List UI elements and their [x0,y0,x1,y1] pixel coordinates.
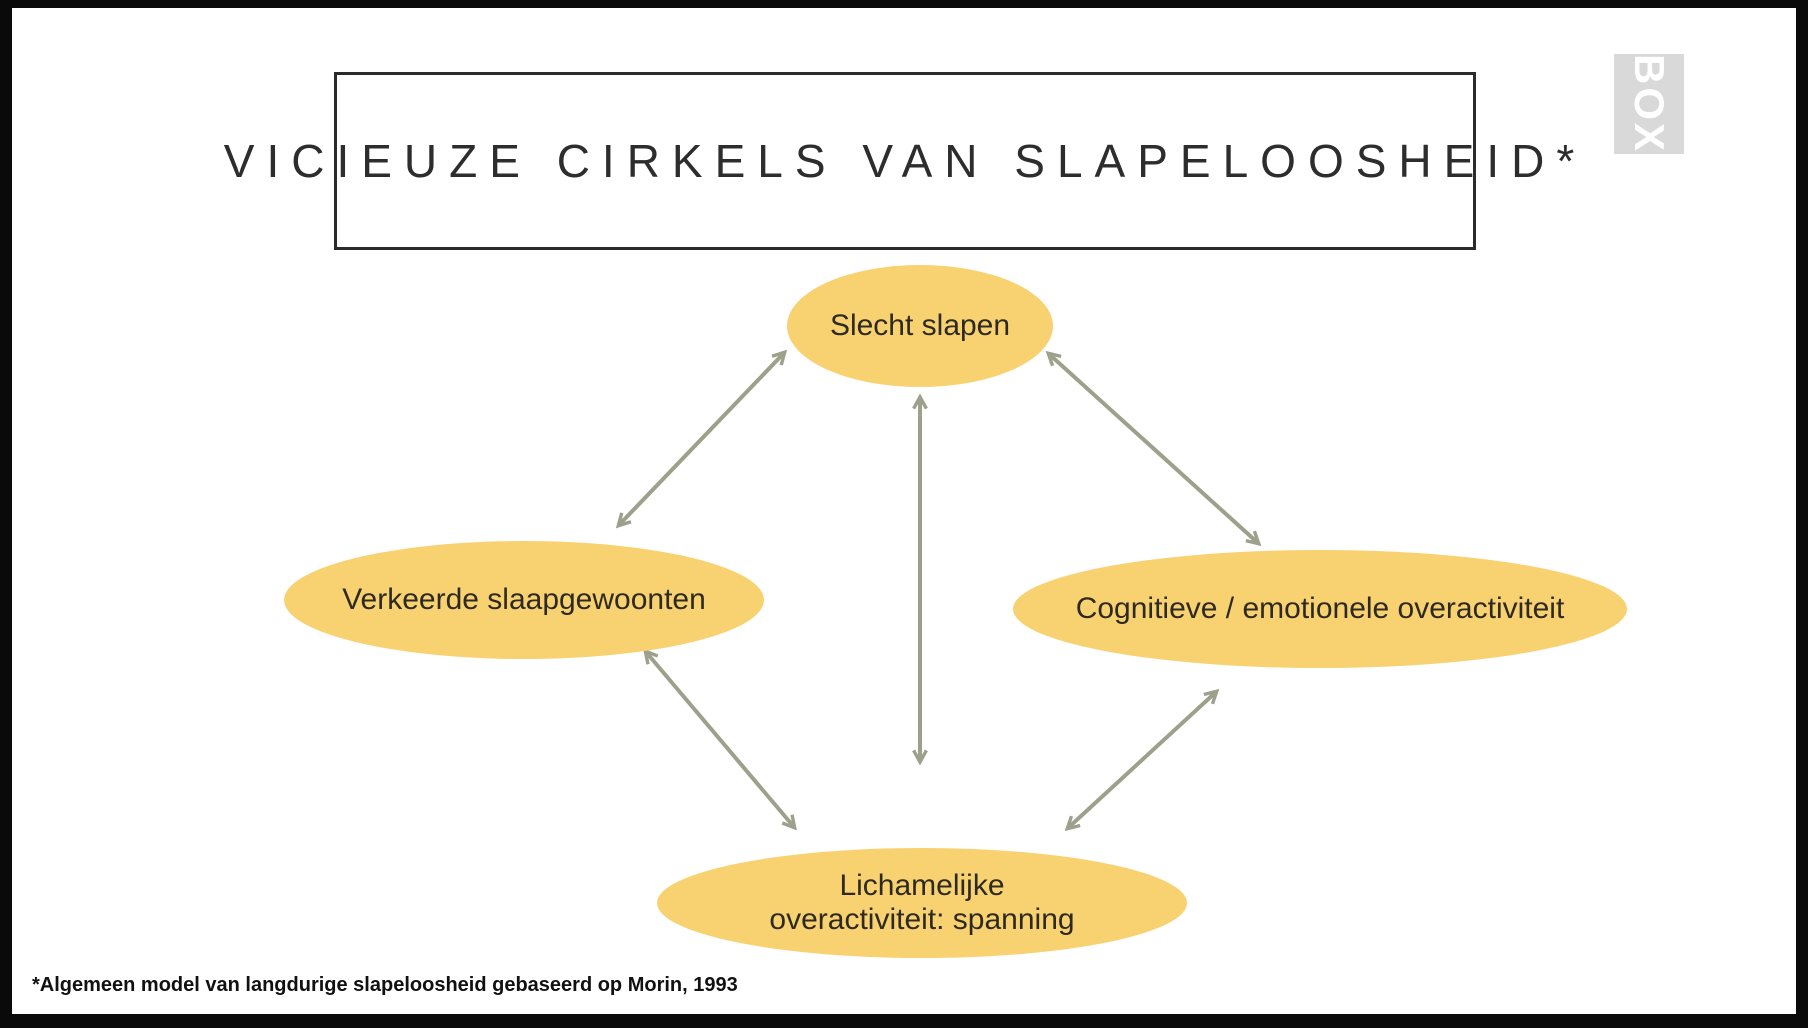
node-label: Lichamelijke overactiviteit: spanning [769,868,1075,937]
arrow-left-top [619,353,784,525]
node-label: Cognitieve / emotionele overactiviteit [1075,591,1565,625]
node-slecht-slapen: Slecht slapen [787,265,1053,387]
node-label: Verkeerde slaapgewoonten [342,582,706,616]
title-box: VICIEUZE CIRKELS VAN SLAPELOOSHEID* [224,72,1574,250]
arrow-top-right [1049,354,1258,543]
node-verkeerde-slaapgewoonten: Verkeerde slaapgewoonten [284,541,764,659]
arrow-left-bottom [646,652,794,827]
arrows-layer [12,8,1796,1014]
footnote: *Algemeen model van langdurige slapeloos… [32,974,738,996]
node-cognitieve-emotionele-overactiviteit: Cognitieve / emotionele overactiviteit [1013,550,1627,668]
box-logo: BOX [1614,54,1684,154]
slide-title: VICIEUZE CIRKELS VAN SLAPELOOSHEID* [223,135,1587,187]
slide: VICIEUZE CIRKELS VAN SLAPELOOSHEID* BOX … [12,8,1796,1014]
node-lichamelijke-overactiviteit: Lichamelijke overactiviteit: spanning [657,848,1187,958]
arrow-right-bottom [1068,692,1216,828]
node-label: Slecht slapen [829,308,1011,342]
